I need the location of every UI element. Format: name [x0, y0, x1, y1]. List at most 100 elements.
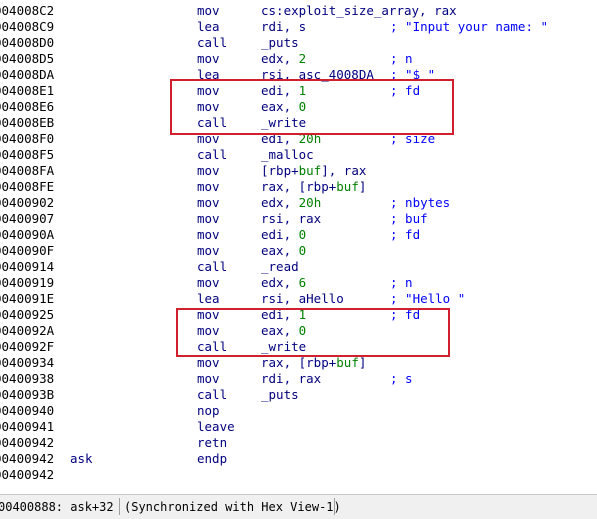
mnemonic: mov	[197, 3, 220, 18]
mnemonic: leave	[197, 419, 235, 434]
mnemonic: call	[197, 115, 228, 130]
operand-text: edx,	[261, 195, 299, 210]
operand-value: 1	[298, 307, 307, 322]
listing-row[interactable]: 00400914 call _read	[0, 259, 597, 275]
status-bar: 00400888: ask+32 (Synchronized with Hex …	[0, 494, 597, 519]
mnemonic: nop	[197, 403, 220, 418]
mnemonic: call	[197, 387, 228, 402]
address: 00400941	[0, 419, 55, 434]
operand-text: edi,	[261, 307, 299, 322]
status-location[interactable]: 00400888: ask+32	[0, 500, 114, 514]
operand-text: rsi, aHello	[261, 291, 344, 306]
operands: rsi, aHello	[261, 291, 344, 307]
mnemonic: call	[197, 147, 228, 162]
address: 00400942	[0, 451, 55, 466]
operands: _write	[261, 339, 306, 355]
comment: ; "Input your name: "	[390, 19, 549, 34]
comment: ; buf	[390, 211, 428, 226]
operands: eax, 0	[261, 323, 306, 339]
operand-text: ]	[358, 179, 367, 194]
address: 0040090A	[0, 227, 55, 242]
mnemonic: call	[197, 339, 228, 354]
mnemonic: call	[197, 259, 228, 274]
symbol-reference[interactable]: _write	[261, 339, 307, 354]
symbol-reference[interactable]: _puts	[261, 35, 299, 50]
operands: rdi, rax	[261, 371, 321, 387]
operand-text: eax,	[261, 243, 299, 258]
symbol-reference[interactable]: exploit_size_array	[283, 3, 420, 18]
comment: ; n	[390, 51, 413, 66]
operands: _malloc	[261, 147, 314, 163]
operands: cs:exploit_size_array, rax	[261, 3, 457, 19]
symbol-reference[interactable]: _read	[261, 259, 299, 274]
operands: rax, [rbp+buf]	[261, 355, 366, 371]
symbol-reference[interactable]: _malloc	[261, 147, 314, 162]
mnemonic: mov	[197, 243, 220, 258]
mnemonic: mov	[197, 179, 220, 194]
status-divider	[119, 498, 120, 515]
operands: edi, 1	[261, 83, 306, 99]
mnemonic: mov	[197, 99, 220, 114]
operands: edi, 1	[261, 307, 306, 323]
mnemonic: mov	[197, 371, 220, 386]
address: 00400914	[0, 259, 55, 274]
mnemonic: mov	[197, 275, 220, 290]
address: 004008D5	[0, 51, 55, 66]
listing-row[interactable]: 00400942	[0, 467, 597, 483]
address: 004008DA	[0, 67, 55, 82]
symbol-reference[interactable]: _write	[261, 115, 307, 130]
operands: rdi, s	[261, 19, 306, 35]
operand-value: buf	[298, 163, 322, 178]
operand-text: edx,	[261, 275, 299, 290]
comment: ; "$ "	[390, 67, 436, 82]
operands: edx, 2	[261, 51, 306, 67]
address: 00400942	[0, 467, 55, 482]
operand-value: 6	[298, 275, 307, 290]
operands: [rbp+buf], rax	[261, 163, 366, 179]
address: 004008F0	[0, 131, 55, 146]
mnemonic: mov	[197, 83, 220, 98]
operand-value: 20h	[298, 195, 322, 210]
operands: rsi, asc_4008DA	[261, 67, 374, 83]
operands: eax, 0	[261, 243, 306, 259]
address: 00400902	[0, 195, 55, 210]
function-label[interactable]: ask	[70, 451, 93, 466]
operand-text: rax, [rbp+	[261, 179, 337, 194]
listing-row[interactable]: 00400941 leave	[0, 419, 597, 435]
symbol-reference[interactable]: _puts	[261, 387, 299, 402]
operand-text: rsi, rax	[261, 211, 322, 226]
operand-value: 2	[298, 51, 307, 66]
comment: ; fd	[390, 227, 421, 242]
operand-value: 0	[298, 227, 307, 242]
comment: ; fd	[390, 83, 421, 98]
operands: eax, 0	[261, 99, 306, 115]
